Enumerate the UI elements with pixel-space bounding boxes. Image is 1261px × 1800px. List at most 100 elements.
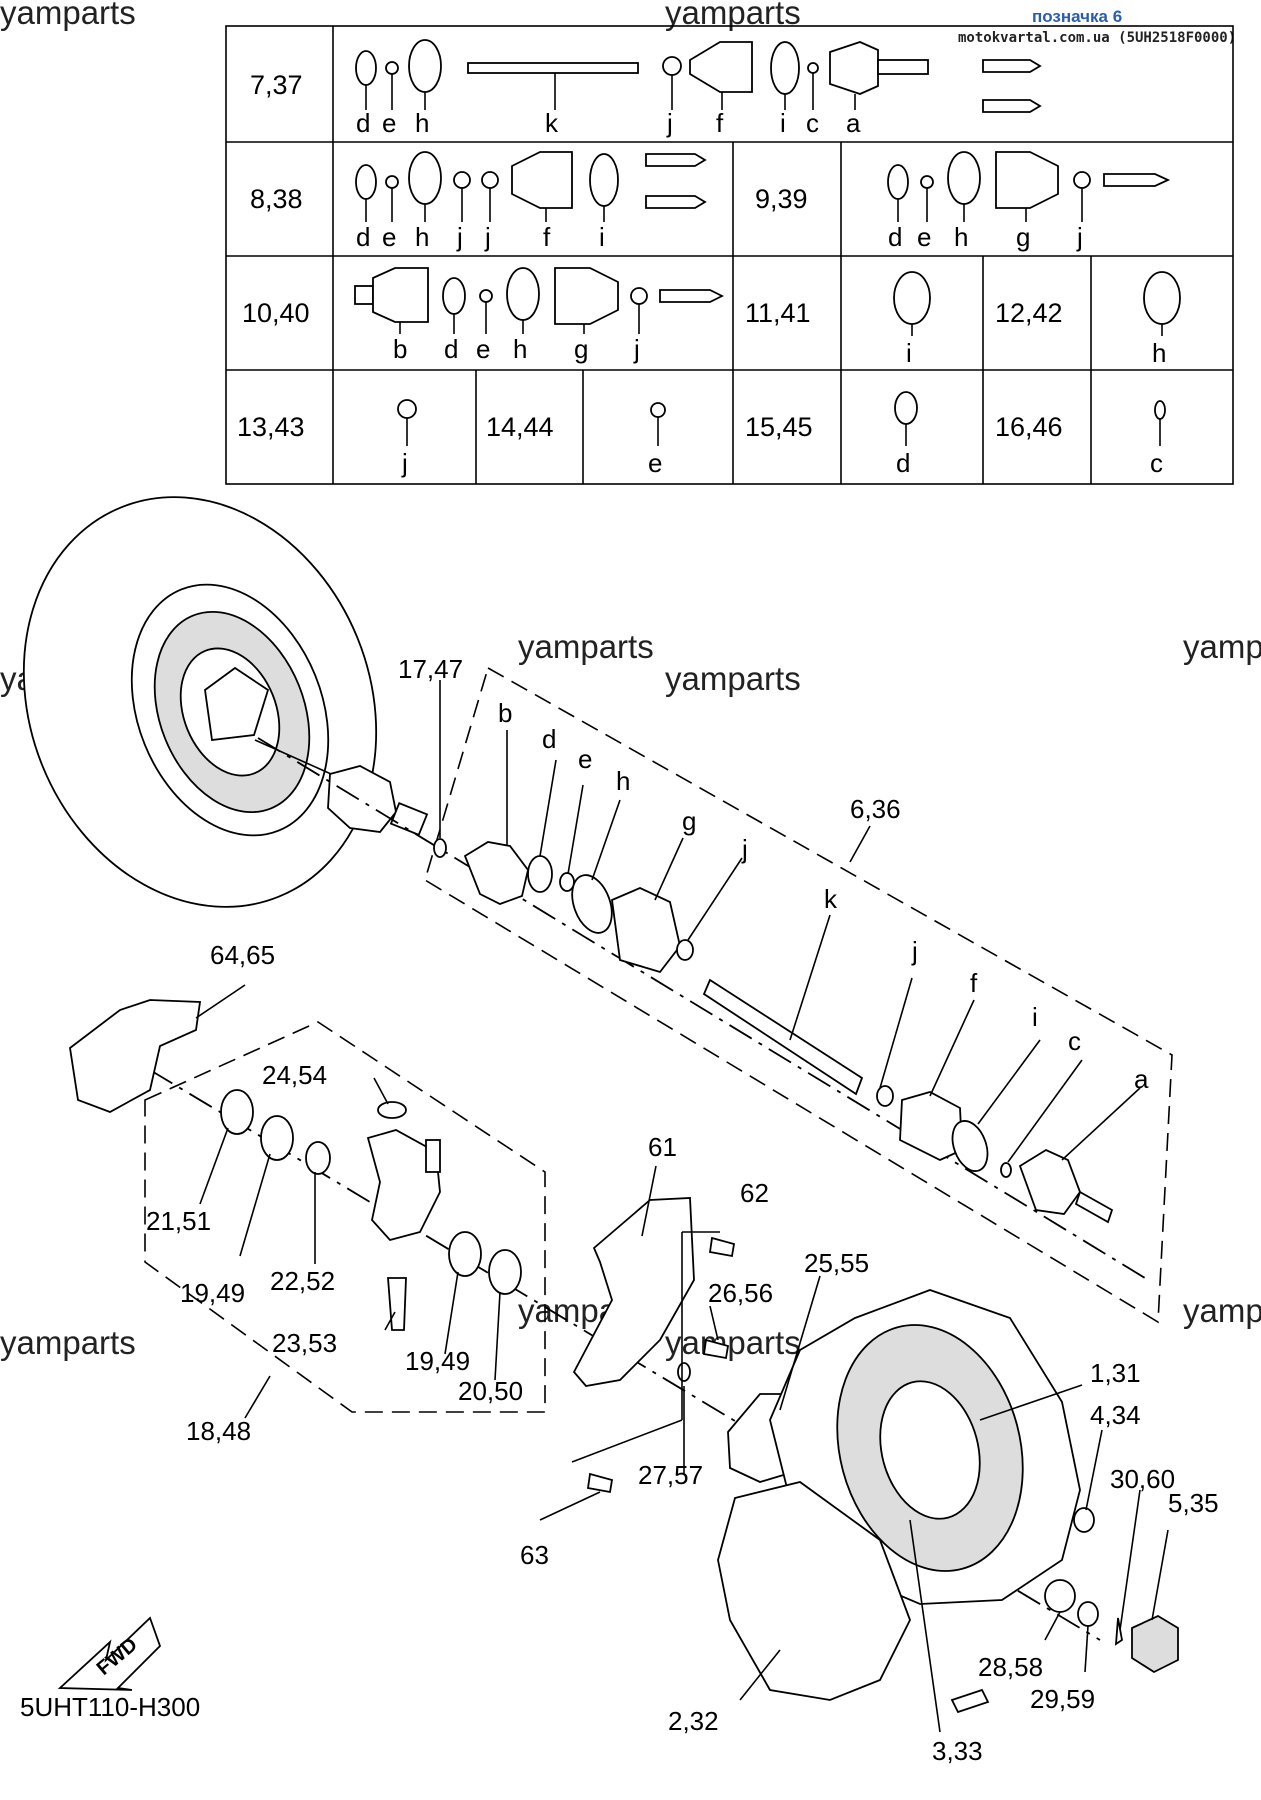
grease-tube-icon <box>645 195 707 209</box>
callout-label: 18,48 <box>186 1416 251 1446</box>
circlip-icon <box>442 277 466 315</box>
part-letter: i <box>1032 1002 1038 1032</box>
washer-icon <box>650 402 666 418</box>
collar-icon <box>305 1141 331 1175</box>
small-band-icon <box>876 1085 894 1107</box>
part-letter: d <box>896 448 910 478</box>
nut-icon <box>1077 1601 1099 1627</box>
small-band-icon <box>397 399 417 419</box>
small-band-icon <box>676 939 694 961</box>
washer-icon <box>1044 1579 1076 1613</box>
part-letter: e <box>476 334 490 364</box>
callout-label: 3,33 <box>932 1736 983 1766</box>
small-band-icon <box>1073 171 1091 189</box>
exploded-view: FWD <box>20 496 1219 1766</box>
diagram-code: 5UHT110-H300 <box>20 1692 200 1722</box>
kit-boundary-knuckle <box>144 1021 546 1413</box>
band-clamp-icon <box>571 874 613 934</box>
bolt-icon <box>708 1236 736 1258</box>
callout-label: 29,59 <box>1030 1684 1095 1714</box>
circlip-icon <box>894 391 918 425</box>
boot-icon <box>899 1091 963 1161</box>
small-band-icon <box>662 56 682 76</box>
small-band-icon <box>453 171 471 189</box>
part-letter: d <box>356 222 370 252</box>
callout-label: 23,53 <box>272 1328 337 1358</box>
grease-tube-icon <box>659 289 725 303</box>
boot-icon <box>611 887 681 974</box>
ball-joint-icon <box>387 1277 407 1331</box>
part-letter: e <box>917 222 931 252</box>
cv-joint-icon <box>1018 1148 1082 1215</box>
part-letter: e <box>578 744 592 774</box>
kit-label: 10,40 <box>242 298 310 328</box>
callout-label: 25,55 <box>804 1248 869 1278</box>
part-letter: f <box>970 968 978 998</box>
callout-label: 61 <box>648 1132 677 1162</box>
part-letter: j <box>456 222 463 252</box>
part-letter: d <box>356 108 370 138</box>
callout-label: 26,56 <box>708 1278 773 1308</box>
watermark-text: yamparts <box>0 1324 136 1361</box>
part-letter: i <box>599 222 605 252</box>
valve-stem-icon <box>950 1688 990 1714</box>
header-title: позначка 6 <box>1032 7 1122 26</box>
circlip-icon <box>527 855 553 893</box>
guard-icon <box>69 999 202 1113</box>
part-letter: g <box>682 806 696 836</box>
small-band-icon <box>481 171 499 189</box>
cv-joint-icon <box>463 841 529 905</box>
watermark-text: yamparts <box>1183 628 1261 665</box>
hub-cap-icon <box>1131 1614 1179 1674</box>
circlip-icon <box>433 838 447 858</box>
circlip-icon <box>355 164 377 200</box>
callout-label: 64,65 <box>210 940 275 970</box>
spline-icon <box>877 59 929 75</box>
callout-label: 30,60 <box>1110 1464 1175 1494</box>
cv-joint-icon <box>829 41 879 95</box>
kit-label: 13,43 <box>237 412 305 442</box>
part-letter: e <box>382 222 396 252</box>
knuckle-parts <box>220 1089 522 1331</box>
part-letter: h <box>1152 338 1166 368</box>
circlip-icon <box>807 62 819 74</box>
part-letter: g <box>1016 222 1030 252</box>
fwd-arrow-icon: FWD <box>57 1616 162 1691</box>
kit-row-1-parts: d e h k j f i c a <box>355 39 1042 138</box>
part-letter: a <box>1134 1064 1149 1094</box>
part-letter: a <box>846 108 861 138</box>
part-letter: e <box>648 448 662 478</box>
watermark-text: yamparts <box>665 660 801 697</box>
boot-icon <box>995 151 1059 209</box>
oil-seal-icon <box>488 1249 522 1295</box>
callout-label: 6,36 <box>850 794 901 824</box>
part-letter: j <box>633 334 640 364</box>
axle-shaft-icon <box>467 62 639 74</box>
watermark-text: yamparts <box>665 1324 801 1361</box>
band-clamp-icon <box>1143 271 1181 325</box>
part-letter: j <box>1076 222 1083 252</box>
axle-shaft-icon <box>702 978 864 1096</box>
boot-icon <box>511 151 573 209</box>
nut-icon <box>1073 1507 1095 1533</box>
circlip-icon <box>677 1362 691 1382</box>
part-letter: h <box>415 108 429 138</box>
grease-tube-icon <box>1103 173 1171 187</box>
kit-row-2b-parts: d e h g j <box>887 151 1171 252</box>
part-letter: j <box>484 222 491 252</box>
cv-joint-icon <box>372 267 429 323</box>
bolt-icon <box>586 1472 614 1494</box>
part-letter: f <box>716 108 724 138</box>
part-letter: c <box>806 108 819 138</box>
steering-knuckle-icon <box>366 1129 441 1242</box>
wheel-assembly-lower <box>717 1289 1081 1701</box>
part-letter: k <box>824 884 838 914</box>
circlip-icon <box>1000 1162 1012 1178</box>
watermark-text: yamparts <box>0 0 136 31</box>
small-band-icon <box>630 287 648 305</box>
part-letter: c <box>1150 448 1163 478</box>
part-letter: g <box>574 334 588 364</box>
callout-label: 24,54 <box>262 1060 327 1090</box>
kit-label: 12,42 <box>995 298 1063 328</box>
